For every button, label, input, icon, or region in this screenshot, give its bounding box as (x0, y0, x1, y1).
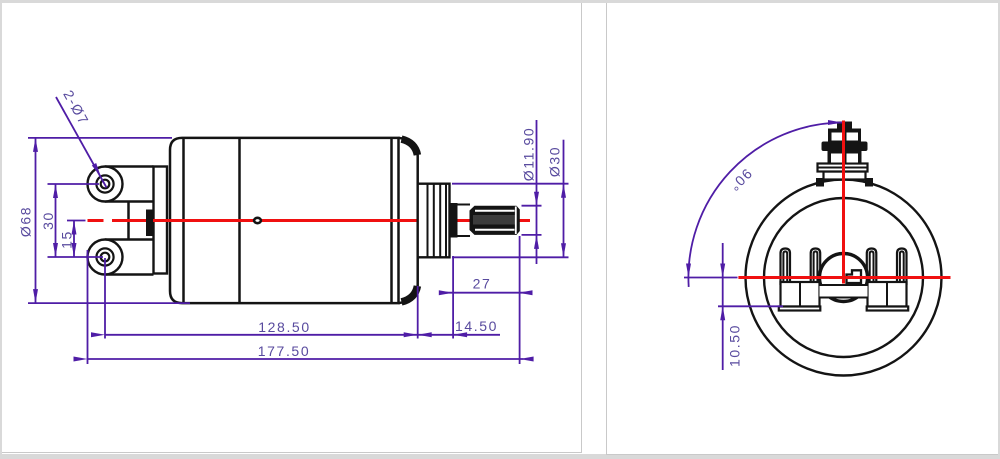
end-centerlines (738, 120, 951, 284)
dim-label-shaft-length: 27 (473, 276, 492, 292)
arrowhead (534, 191, 539, 206)
dim-label-shaft-diameter: Ø11.90 (521, 127, 537, 182)
stud-lower-nut-facet-right (846, 153, 858, 163)
arrowhead (561, 183, 566, 198)
brush-plate-edge (865, 305, 910, 312)
brush-spring-outer-inner-wall (782, 250, 789, 285)
brush-plate-edge (777, 305, 822, 312)
arrowhead (720, 263, 726, 278)
dim-label-hole-spacing: 30 (40, 211, 56, 230)
stud-foot-left (816, 178, 824, 187)
dim-label-body-diameter: Ø68 (18, 206, 34, 237)
stud-upper-nut-facet-left (831, 132, 843, 141)
brush-group-right (865, 247, 910, 312)
end-view: 90° 10.50 (684, 120, 951, 377)
dim-total-length: 177.50 (73, 236, 534, 364)
stud-lower-nut-facet-left (831, 153, 843, 163)
arrowhead (561, 243, 566, 258)
body-vent-dot (252, 216, 263, 225)
rear-cap-corner-top (400, 135, 422, 156)
spline-root-band (473, 215, 515, 225)
rear-cap-corner-bottom (400, 285, 422, 306)
shaft-assembly (416, 182, 520, 259)
arrowhead (33, 289, 38, 304)
dim-label-holes: 2-Ø7 (60, 87, 92, 128)
arrowhead (519, 356, 534, 362)
arrowhead (53, 243, 58, 257)
dim-hole-spacing: 30 (40, 183, 103, 258)
brush-spring-inner-inner-wall (812, 250, 819, 285)
arrowhead (438, 290, 453, 296)
brush-spring-outer (779, 247, 792, 285)
arrowhead (73, 356, 88, 362)
brush-plate (777, 247, 910, 312)
dim-label-total-length: 177.50 (258, 343, 310, 359)
dim-label-cap-length: 14.50 (455, 318, 498, 334)
brush-group-left (777, 247, 822, 312)
dim-shaft-diameter: Ø11.90 (521, 120, 542, 264)
angle-arc (687, 121, 843, 287)
dim-label-boss-diameter: Ø30 (547, 146, 563, 177)
dim-label-plate-offset: 10.50 (727, 324, 743, 367)
arrowhead (417, 332, 432, 338)
arrowhead (720, 306, 726, 321)
arrowhead (518, 290, 533, 296)
bridge-band (819, 285, 868, 298)
bracket-weld-bar (146, 209, 153, 236)
arrowhead (53, 184, 58, 198)
arrowhead (33, 137, 38, 152)
dim-label-body-length: 128.50 (258, 319, 310, 335)
arrowhead (403, 332, 418, 338)
brush-spring-outer-inner-wall (898, 250, 905, 285)
dim-body-length: 128.50 14.50 (91, 256, 500, 339)
arrowhead (534, 234, 539, 249)
dim-hole-offset: 15 (59, 219, 86, 257)
dim-label-terminal-angle: 90° (726, 166, 756, 196)
dim-shaft-length: 27 (438, 276, 533, 296)
dim-label-hole-offset: 15 (59, 230, 75, 249)
side-view: Ø68 30 15 2-Ø7 (18, 87, 569, 364)
brush-spring-inner-inner-wall (868, 250, 875, 285)
stud-foot-right (865, 178, 873, 187)
dim-body-diameter: Ø68 (18, 136, 190, 305)
boss-face-collar (449, 203, 458, 238)
arrowhead (686, 263, 691, 278)
brush-spring-outer (895, 247, 908, 285)
arrowhead (91, 332, 105, 338)
dim-plate-offset: 10.50 (684, 243, 783, 370)
dim-boss-diameter: Ø30 (452, 139, 569, 259)
stud-upper-nut-facet-right (846, 132, 858, 141)
